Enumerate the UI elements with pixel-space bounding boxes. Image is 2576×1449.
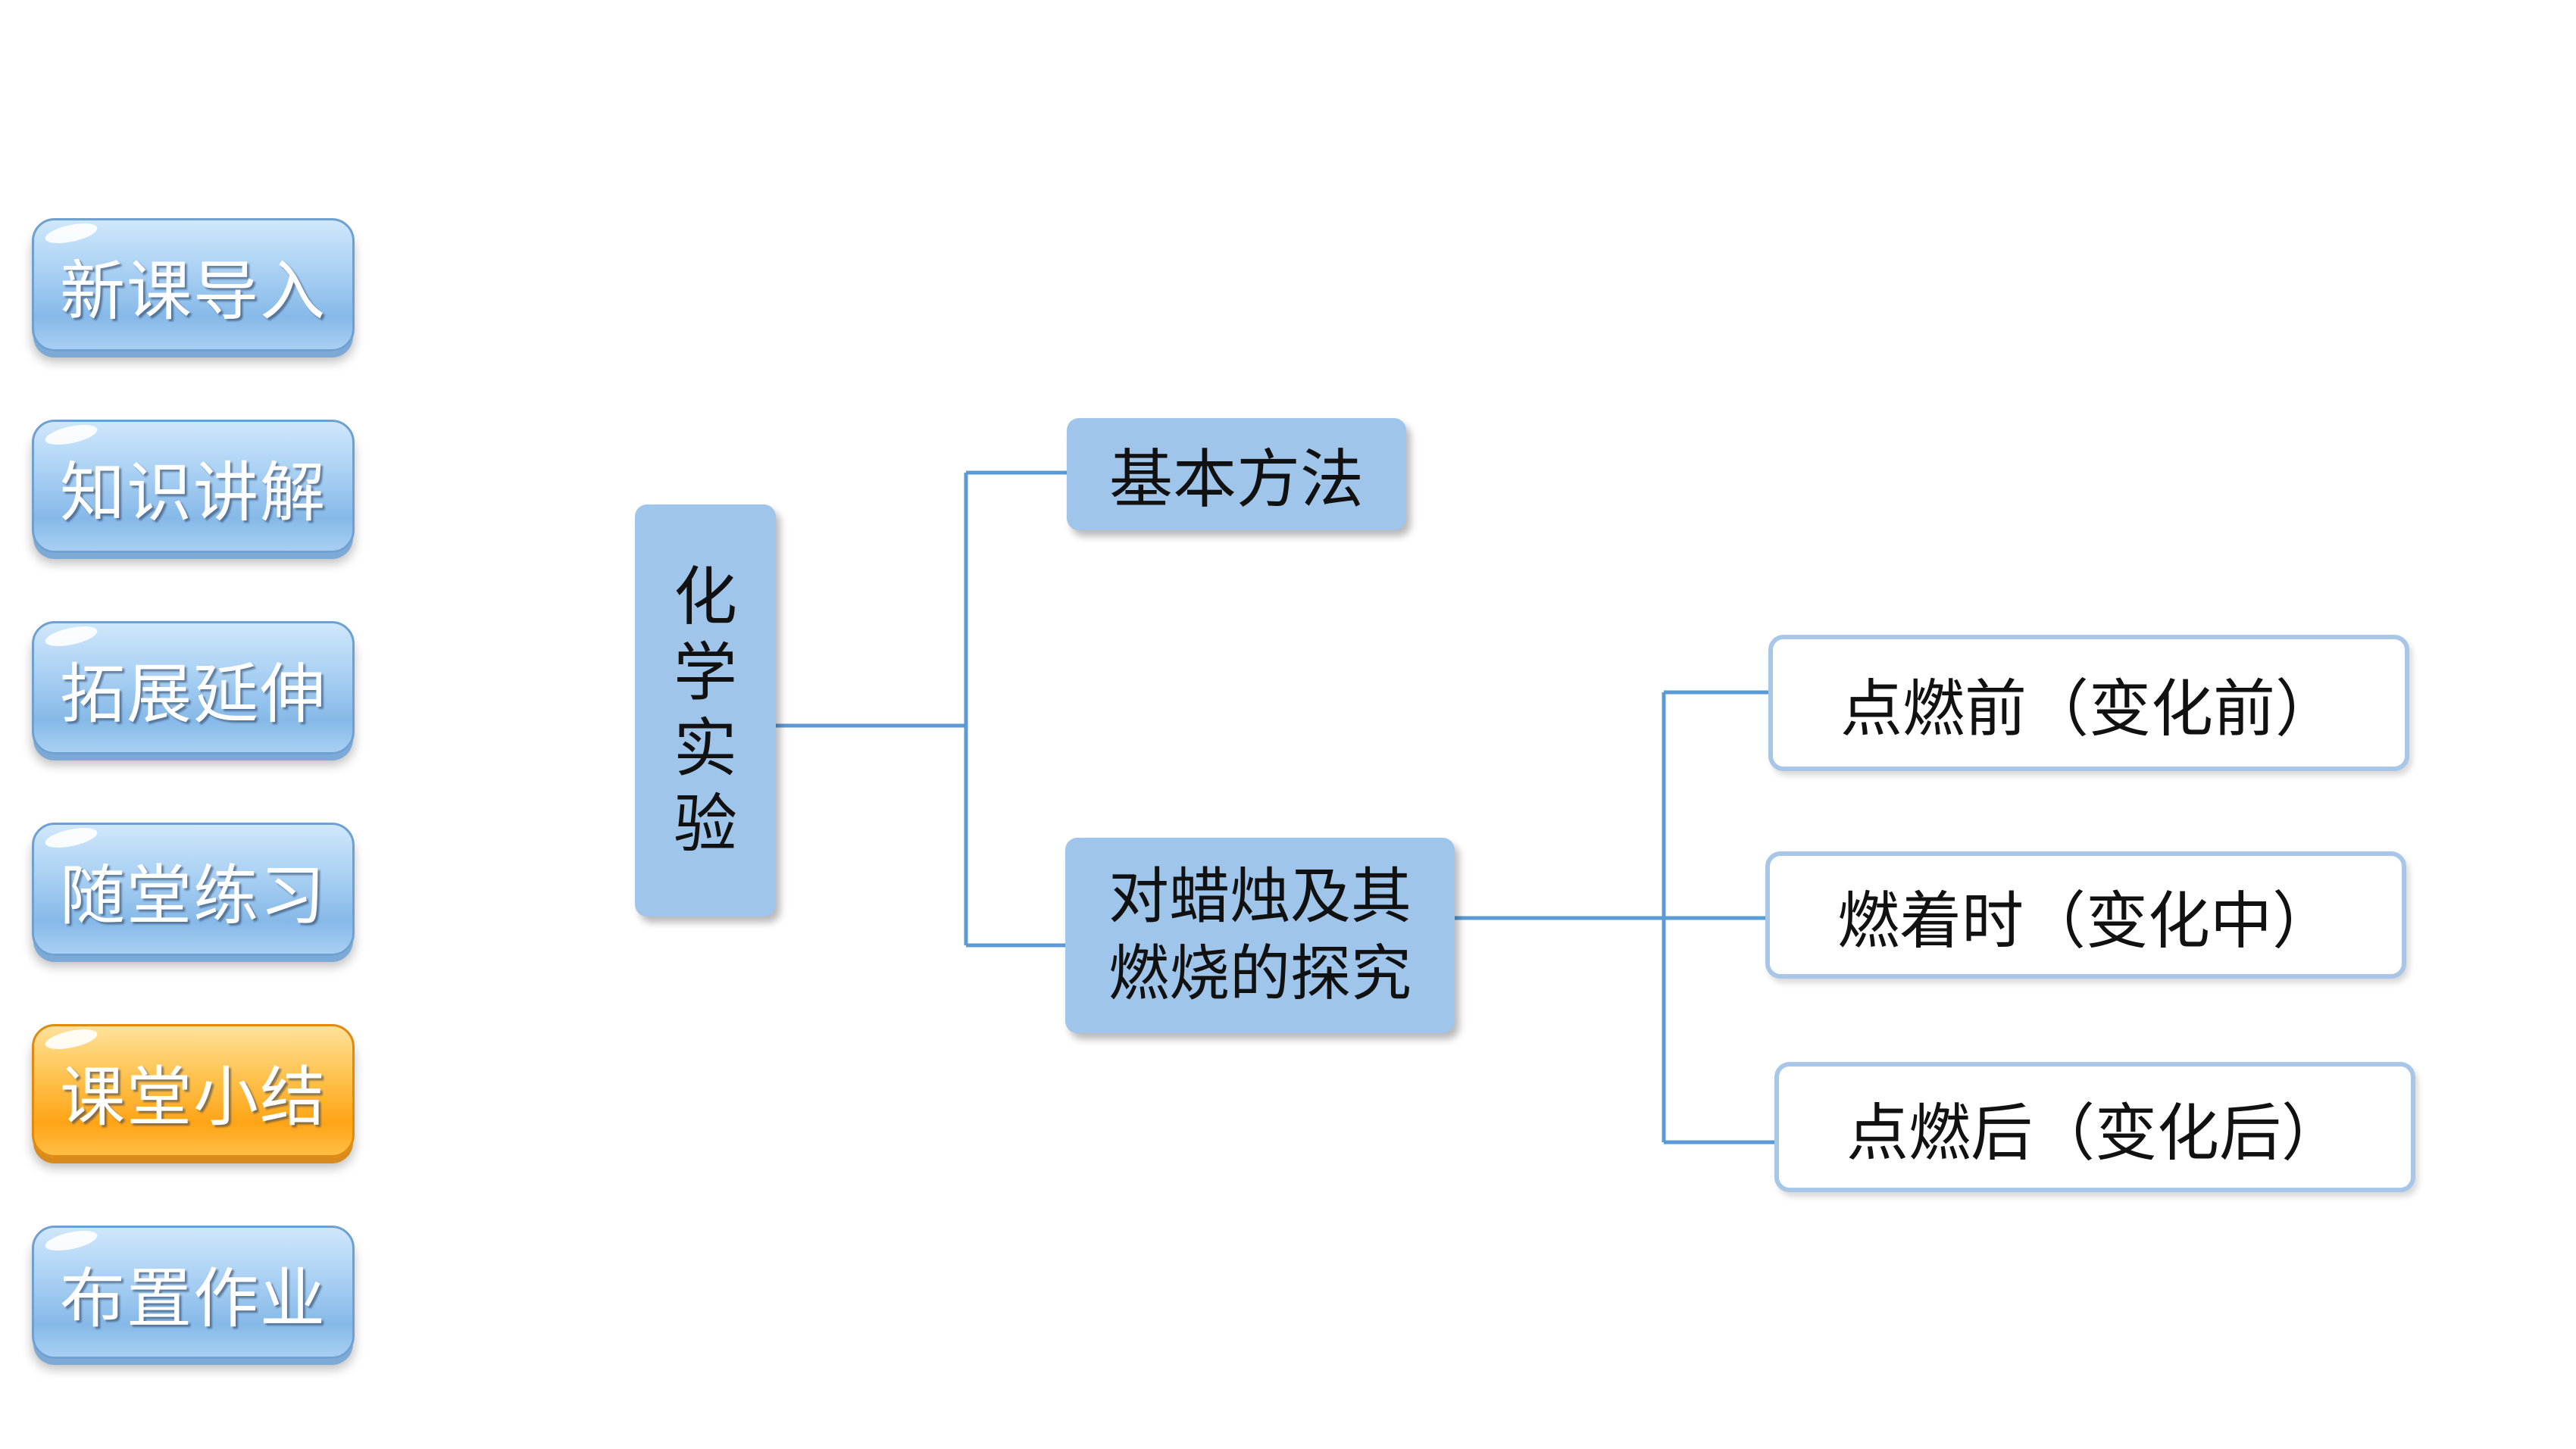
nav-button-extension[interactable]: 拓展延伸: [32, 621, 355, 754]
root-char: 验: [673, 787, 737, 861]
root-char: 化: [673, 560, 737, 634]
nav-button-label: 知识讲解: [60, 454, 327, 531]
branch-node-line: 燃烧的探究: [1108, 938, 1411, 1009]
leaf-node-label: 点燃前（变化前）: [1840, 673, 2337, 745]
nav-button-label: 随堂练习: [60, 857, 327, 934]
nav-button-practice[interactable]: 随堂练习: [32, 823, 355, 956]
nav-button-homework[interactable]: 布置作业: [32, 1226, 355, 1359]
root-node-chemistry-experiment: 化 学 实 验: [635, 504, 776, 917]
branch-node-basic-method: 基本方法: [1067, 418, 1406, 530]
branch-node-candle-exploration: 对蜡烛及其 燃烧的探究: [1065, 838, 1455, 1033]
root-char: 学: [673, 635, 737, 710]
nav-button-label: 新课导入: [60, 253, 327, 329]
nav-button-knowledge[interactable]: 知识讲解: [32, 420, 355, 553]
nav-button-new-lesson[interactable]: 新课导入: [32, 218, 355, 351]
leaf-node-label: 燃着时（变化中）: [1837, 885, 2334, 957]
nav-button-label: 布置作业: [60, 1260, 327, 1337]
nav-button-label: 拓展延伸: [60, 656, 327, 732]
nav-button-label: 课堂小结: [60, 1059, 327, 1135]
root-node-text: 化 学 实 验: [674, 559, 737, 862]
branch-node-text: 对蜡烛及其 燃烧的探究: [1108, 858, 1411, 1013]
root-char: 实: [673, 711, 737, 785]
nav-button-summary[interactable]: 课堂小结: [32, 1024, 355, 1157]
leaf-node-while-burning: 燃着时（变化中）: [1765, 851, 2406, 979]
branch-node-line: 对蜡烛及其: [1108, 861, 1411, 932]
leaf-node-label: 点燃后（变化后）: [1846, 1097, 2343, 1170]
leaf-node-before-lighting: 点燃前（变化前）: [1768, 635, 2409, 771]
branch-node-label: 基本方法: [1108, 442, 1364, 517]
leaf-node-after-burning: 点燃后（变化后）: [1774, 1062, 2415, 1192]
